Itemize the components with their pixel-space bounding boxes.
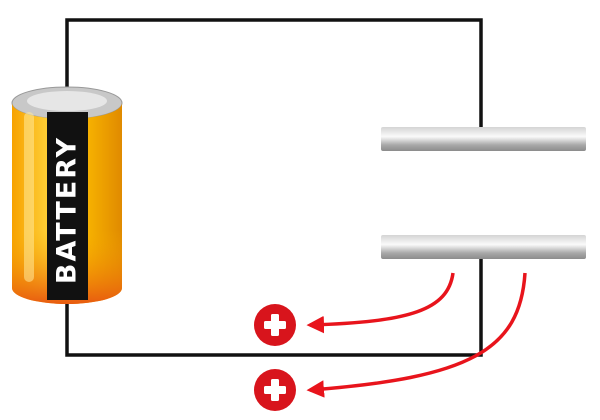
wire-top bbox=[65, 18, 483, 132]
capacitor bbox=[381, 127, 586, 259]
capacitor-plate-bottom bbox=[381, 235, 586, 259]
wire-bottom bbox=[65, 258, 483, 357]
battery-icon: BATTERY bbox=[11, 86, 123, 304]
charge-flow-arrows bbox=[306, 272, 527, 398]
arrow-upper bbox=[306, 272, 455, 334]
arrow-lower bbox=[306, 272, 527, 398]
battery-label-band bbox=[47, 112, 88, 300]
positive-charge-upper bbox=[254, 304, 296, 346]
battery-label: BATTERY bbox=[52, 136, 83, 284]
circuit-wires bbox=[65, 18, 483, 357]
positive-charge-lower bbox=[254, 369, 296, 411]
capacitor-plate-top bbox=[381, 127, 586, 151]
